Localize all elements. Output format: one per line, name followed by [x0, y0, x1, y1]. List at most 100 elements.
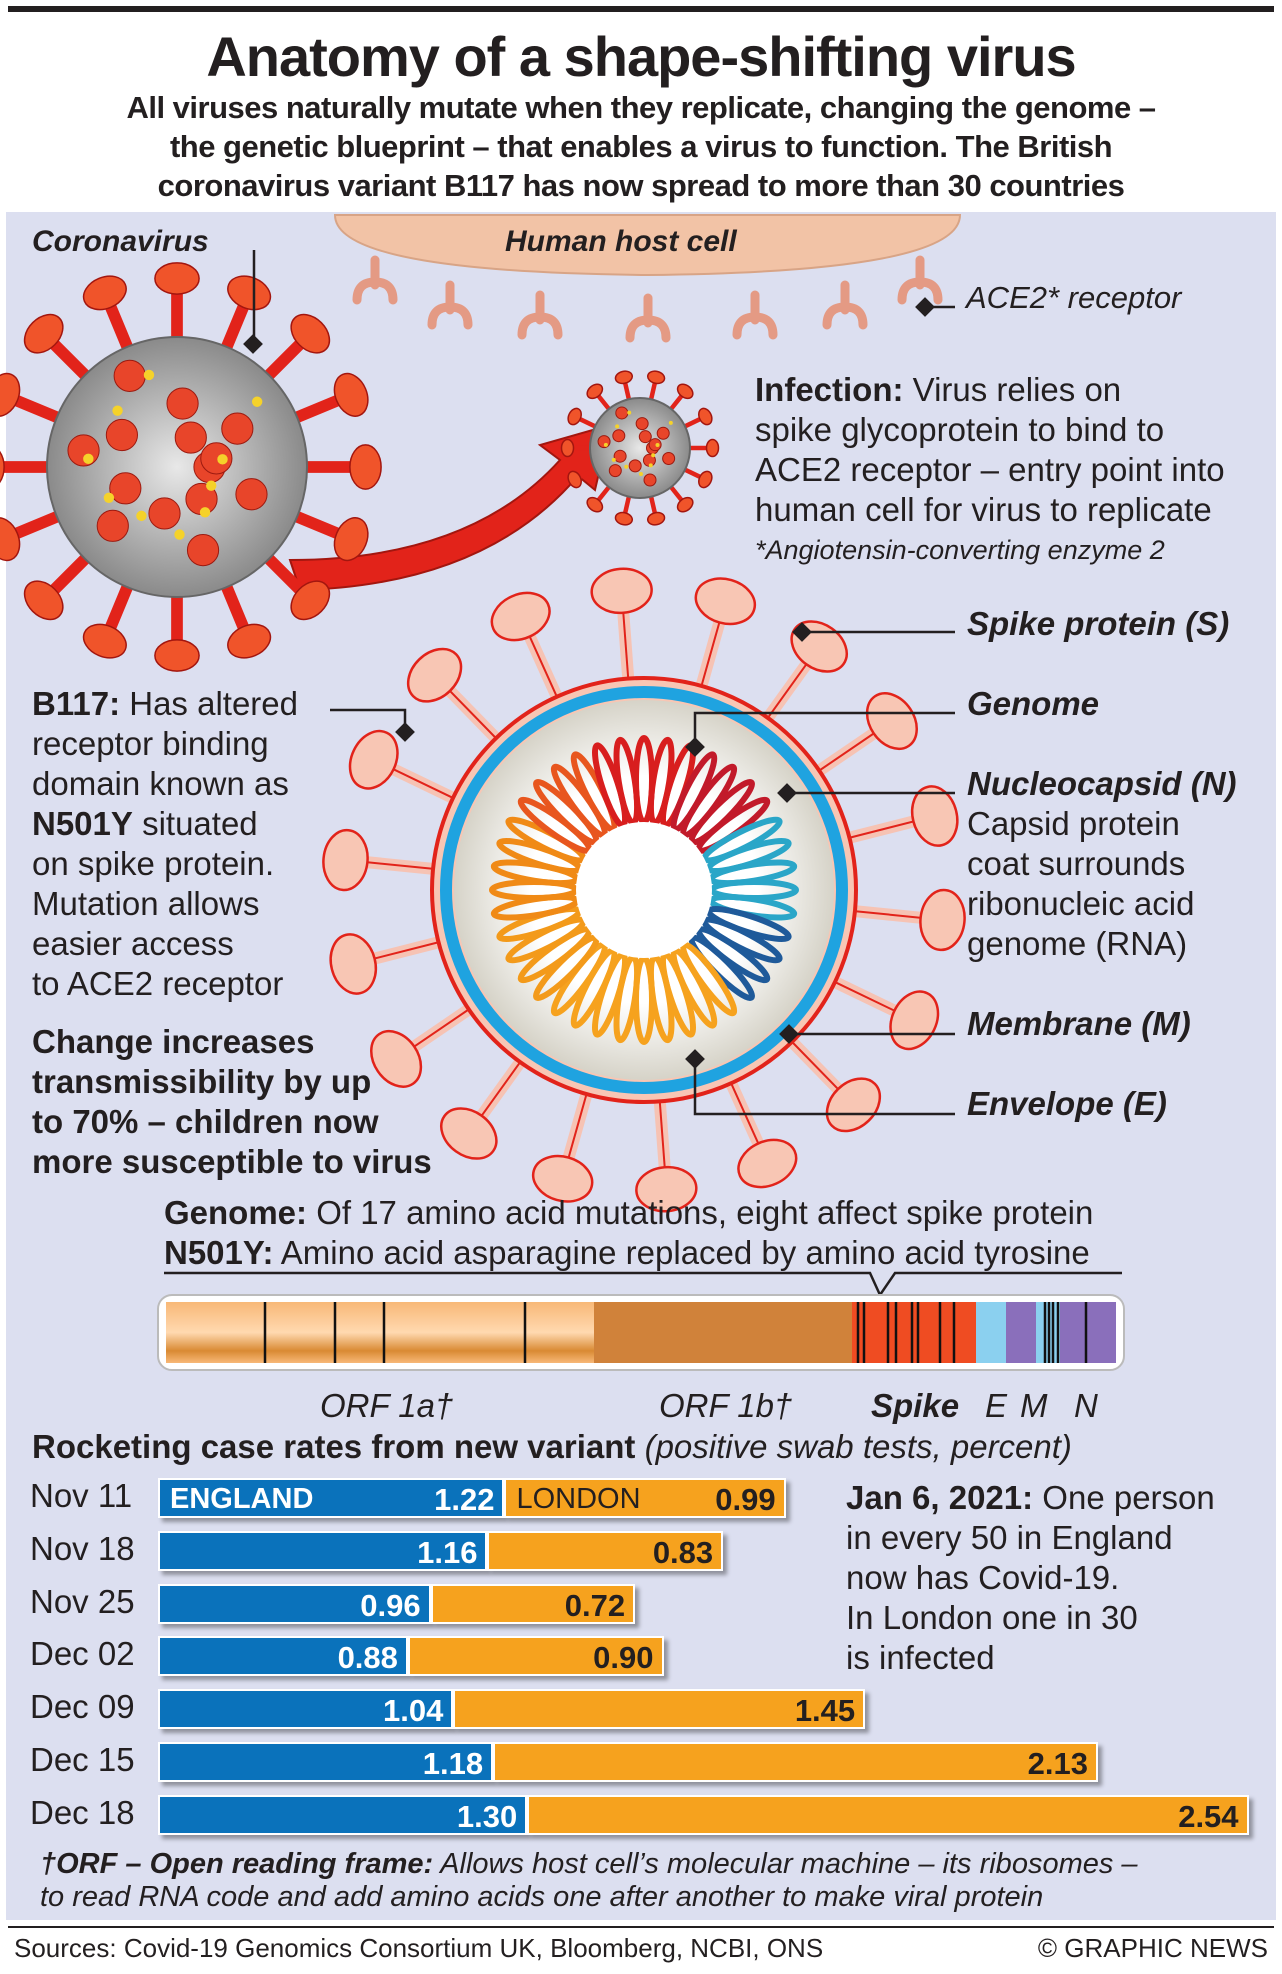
surface-protein: [608, 464, 622, 478]
spike-head: [333, 517, 369, 562]
spike-head: [0, 444, 5, 490]
surface-protein: [656, 426, 670, 440]
b117-line: Mutation allows: [32, 885, 260, 922]
nucleocapsid-line: Capsid protein: [967, 805, 1180, 842]
subtitle: All viruses naturally mutate when they r…: [0, 88, 1282, 205]
b117-line: domain known as: [32, 765, 289, 802]
spike-head: [154, 639, 200, 672]
bar-value: 1.18: [422, 1746, 484, 1781]
note-line: is infected: [846, 1639, 995, 1676]
label-membrane: Membrane (M): [967, 1005, 1191, 1042]
surface-protein: [109, 472, 142, 505]
surface-protein: [200, 442, 233, 475]
spike-head: [910, 785, 959, 847]
spike-head: [349, 444, 382, 490]
surface-protein: [643, 473, 657, 487]
surface-protein: [612, 429, 626, 443]
spike-head: [322, 828, 369, 892]
bar-value: 1.16: [417, 1535, 478, 1570]
surface-protein: [148, 497, 181, 530]
surface-protein: [186, 534, 220, 567]
category-label: Nov 18: [30, 1530, 135, 1567]
orf-head: †ORF – Open reading frame:: [40, 1848, 434, 1880]
segment-spike: Spike: [871, 1387, 960, 1424]
surface-protein: [635, 417, 649, 431]
spike-head: [737, 1138, 798, 1189]
spike-head: [705, 438, 720, 458]
core-center: [576, 822, 712, 958]
top-rule: [8, 6, 1274, 12]
credit: © GRAPHIC NEWS: [1037, 1933, 1268, 1963]
spike-head: [676, 383, 694, 400]
bar-value: 1.04: [383, 1693, 444, 1728]
envelope-protein: [638, 471, 643, 476]
segment-orf1a: ORF 1a†: [320, 1387, 454, 1424]
envelope-protein: [648, 463, 653, 468]
envelope-protein: [615, 424, 620, 429]
england-bar: 1.22 ENGLAND: [158, 1478, 505, 1518]
spike-head: [154, 262, 200, 295]
receptor: [625, 293, 671, 343]
change-line: transmissibility by up: [32, 1063, 372, 1100]
envelope-protein: [655, 443, 660, 448]
london-bar: 2.54: [527, 1795, 1249, 1835]
surface-protein: [166, 387, 199, 420]
genome-text: Genome: Of 17 amino acid mutations, eigh…: [164, 1193, 1093, 1273]
envelope-protein: [136, 510, 147, 522]
envelope-protein: [206, 480, 217, 491]
spike-head: [0, 517, 21, 562]
spike-head: [790, 620, 848, 673]
orf-line: Allows host cell’s molecular machine – i…: [433, 1848, 1138, 1880]
bar-value: 2.13: [1027, 1746, 1089, 1781]
spike-head: [825, 1077, 882, 1133]
spike-head: [919, 888, 966, 952]
england-bar: 0.88: [158, 1636, 408, 1676]
spike-head: [865, 692, 918, 751]
coronavirus-small: [560, 370, 720, 526]
spike-head: [333, 372, 369, 417]
note-line: In London one in 30: [846, 1599, 1138, 1636]
envelope-protein: [651, 453, 656, 458]
bar-value: 0.83: [652, 1535, 714, 1570]
surface-protein: [597, 435, 611, 449]
series-label: ENGLAND: [170, 1483, 314, 1515]
spike-head: [646, 511, 666, 526]
surface-protein: [615, 406, 629, 420]
b117-line: situated: [132, 805, 258, 842]
spike-head: [227, 623, 272, 659]
label-host-cell: Human host cell: [505, 225, 737, 258]
subtitle-line: All viruses naturally mutate when they r…: [126, 90, 1156, 125]
category-label: Dec 18: [30, 1794, 135, 1831]
bar-value: 0.72: [564, 1588, 626, 1623]
page-title: Anatomy of a shape-shifting virus: [206, 25, 1076, 88]
receptor: [897, 255, 943, 305]
membrane: [440, 686, 848, 1094]
spike-head: [440, 1107, 498, 1160]
series-label: LONDON: [516, 1483, 641, 1515]
spike-head: [370, 1029, 423, 1088]
envelope-protein: [611, 457, 616, 462]
genome-bar: [157, 1294, 1125, 1371]
spike-head: [290, 580, 331, 621]
ace2-receptors: [352, 255, 943, 343]
n501y-term: N501Y: [32, 805, 133, 842]
england-bar: 1.18: [158, 1742, 494, 1782]
london-bar: 0.90: [407, 1636, 664, 1676]
spike-head: [23, 313, 64, 354]
receptor: [517, 290, 563, 340]
bar-value: 2.54: [1178, 1799, 1239, 1834]
footer-rule: [8, 1926, 1274, 1928]
infection-line: human cell for virus to replicate: [755, 491, 1212, 528]
label-genome: Genome: [967, 685, 1100, 722]
envelope-protein: [103, 492, 115, 504]
surface-protein: [628, 459, 642, 473]
ace2-footnote: *Angiotensin-converting enzyme 2: [755, 535, 1165, 565]
london-bar: 1.45: [453, 1689, 866, 1729]
nucleocapsid-line: coat surrounds: [967, 845, 1186, 882]
bar-value: 1.22: [434, 1482, 495, 1517]
envelope-protein: [143, 369, 155, 381]
note-line: in every 50 in England: [846, 1519, 1173, 1556]
spike-head: [531, 1154, 594, 1203]
b117-line: easier access: [32, 925, 234, 962]
label-ace2: ACE2* receptor: [966, 280, 1182, 315]
